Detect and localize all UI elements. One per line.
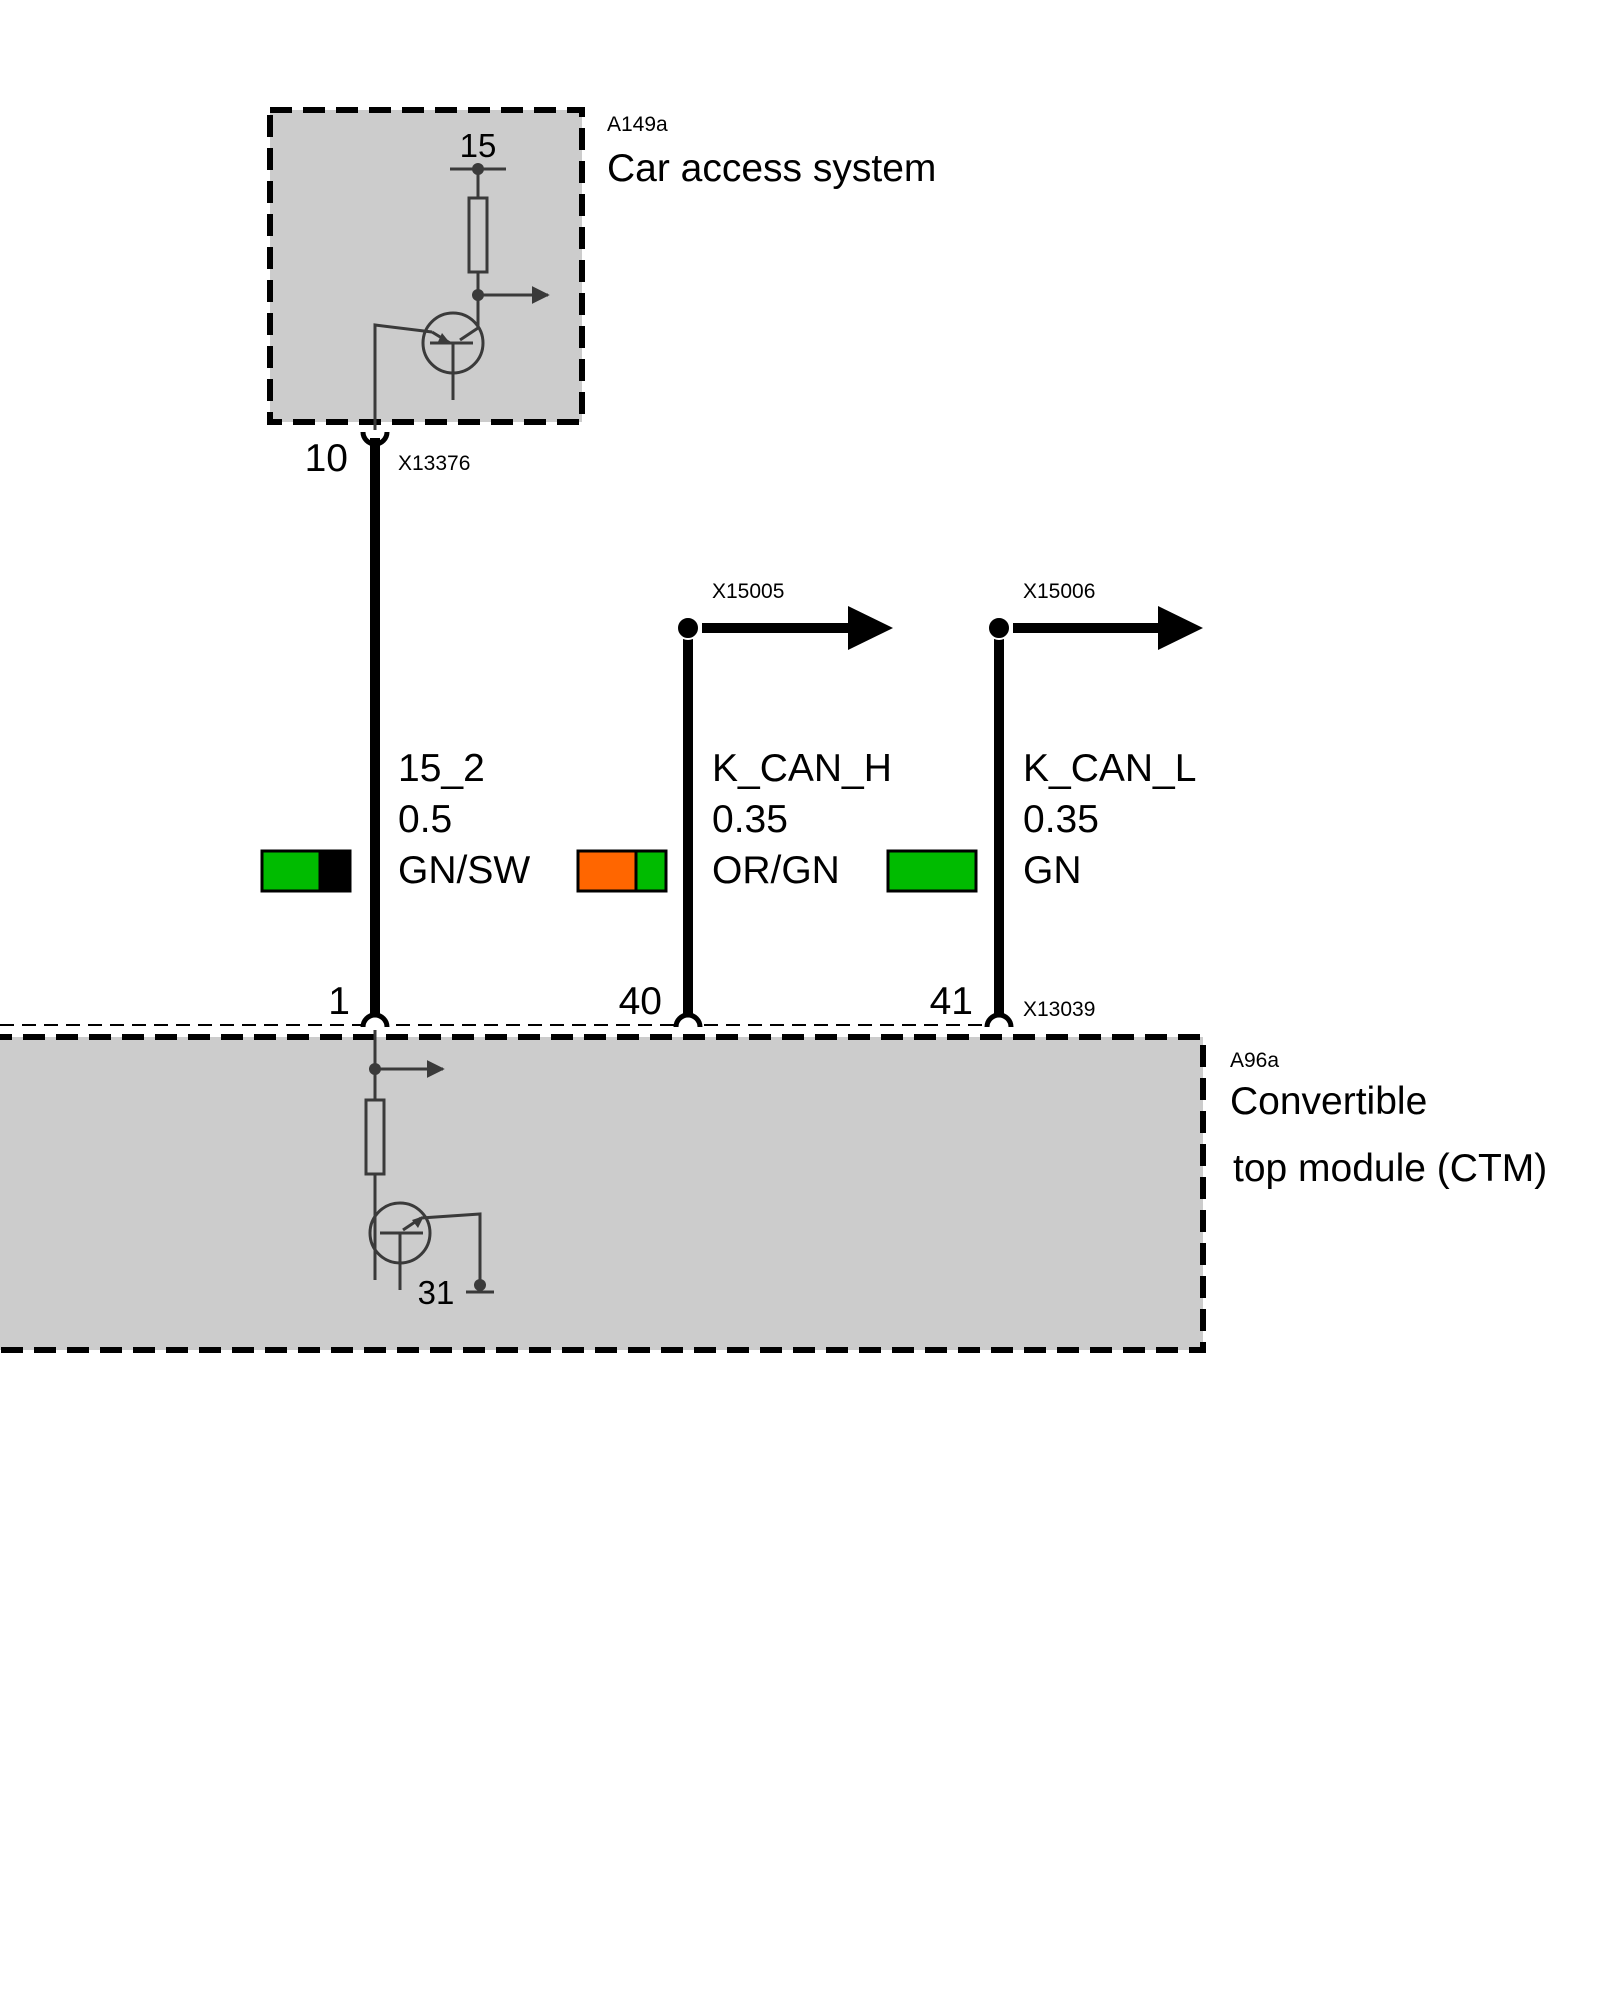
ctm-module: 31 A96a Convertible top module (CTM)	[0, 1024, 1547, 1353]
ctm-module-id: A96a	[1230, 1049, 1279, 1072]
cas-module-name: Car access system	[607, 147, 936, 190]
cas-connector-id: X13376	[398, 452, 470, 475]
wire-k-can-h-bottom-connector-icon	[673, 1012, 703, 1028]
ctm-connector-id: X13039	[1023, 998, 1095, 1021]
wire-k-can-h-color-swatch	[576, 849, 668, 893]
wire-k-can-l-signal: K_CAN_L	[1023, 747, 1196, 790]
wire-k-can-l-size: 0.35	[1023, 798, 1099, 841]
wire-k-can-h-size: 0.35	[712, 798, 788, 841]
wire-k-can-h-pin-bottom: 40	[619, 980, 662, 1023]
ctm-module-name-line2: top module (CTM)	[1233, 1147, 1547, 1190]
ctm-terminal-label: 31	[418, 1274, 455, 1311]
wire-15-2-color-code: GN/SW	[398, 849, 530, 892]
can-h-connector-id: X15005	[712, 580, 784, 603]
wire-k-can-h-node	[676, 616, 700, 640]
wire-k-can-l-bottom-connector-icon	[984, 1012, 1014, 1028]
wire-k-can-l-arrow-icon	[1158, 606, 1203, 650]
wire-15-2-signal: 15_2	[398, 747, 485, 790]
ctm-module-box	[0, 1034, 1206, 1353]
wire-k-can-h-color-code: OR/GN	[712, 849, 840, 892]
wire-k-can-l-color-swatch	[886, 849, 978, 893]
wire-15-2-pin-bottom: 1	[328, 980, 350, 1023]
cas-module-box	[267, 107, 585, 425]
wire-k-can-l-pin-bottom: 41	[930, 980, 973, 1023]
wire-k-can-h-arrow-icon	[848, 606, 893, 650]
ctm-transistor-icon	[368, 1201, 482, 1290]
wire-k-can-h: X15005 40 K_CAN_H 0.35 OR/GN	[576, 580, 893, 1028]
wire-k-can-h-signal: K_CAN_H	[712, 747, 892, 790]
cas-module: 15 A149a Car access system	[267, 107, 936, 430]
wire-15-2: 10 X13376 1 15_2 0.5 GN/SW	[260, 431, 530, 1028]
wire-15-2-color-swatch	[260, 849, 352, 893]
ctm-ground-node	[474, 1279, 486, 1291]
wire-15-2-bottom-connector-icon	[360, 1012, 390, 1028]
wire-k-can-l: X15006 41 X13039 K_CAN_L 0.35 GN	[886, 580, 1203, 1028]
wire-15-2-pin-top: 10	[305, 437, 348, 480]
wire-k-can-l-node	[987, 616, 1011, 640]
cas-transistor-icon	[373, 295, 485, 430]
cas-terminal-label: 15	[460, 127, 497, 164]
ctm-module-name-line1: Convertible	[1230, 1080, 1427, 1123]
cas-module-id: A149a	[607, 113, 668, 136]
wire-k-can-l-color-code: GN	[1023, 849, 1082, 892]
wire-15-2-top-connector-icon	[360, 431, 390, 447]
can-l-connector-id: X15006	[1023, 580, 1095, 603]
wire-15-2-size: 0.5	[398, 798, 452, 841]
